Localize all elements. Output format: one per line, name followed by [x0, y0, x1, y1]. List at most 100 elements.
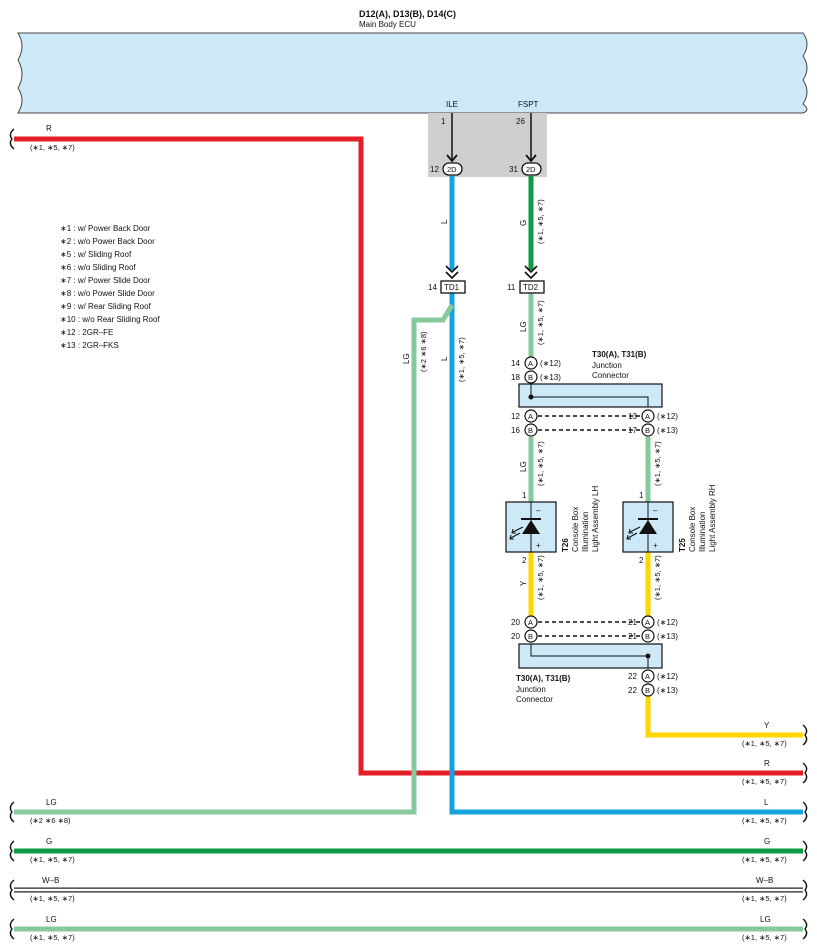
junction-lower-dot [645, 653, 651, 659]
lamp-rh-l1: Console Box [688, 507, 697, 552]
note-1: ∗1 : w/ Power Back Door [60, 224, 151, 233]
label-lg-right: LG [760, 915, 771, 924]
junction-upper-link [530, 384, 649, 407]
pin-num-18: 18 [511, 373, 520, 382]
lamp-rh-light-arrows [626, 528, 633, 540]
label-r-right-cond: (∗1, ∗5, ∗7) [742, 777, 787, 786]
label-g-upper: G [519, 220, 528, 226]
pin-note-14: (∗12) [540, 359, 561, 368]
conn-2d-fspt [521, 162, 542, 176]
pin-a-20: A [528, 618, 533, 627]
fspt-arrow [525, 154, 537, 163]
note-9: ∗9 : w/ Rear Sliding Roof [60, 302, 152, 311]
lamp-rh-l3: Light Assembly RH [708, 484, 717, 552]
pin-num-22a: 22 [628, 672, 637, 681]
pin-a-13: A [645, 412, 650, 421]
label-l-lower: L [440, 356, 449, 361]
note-2: ∗2 : w/o Power Back Door [60, 237, 155, 246]
label-g-right-cond: (∗1, ∗5, ∗7) [742, 855, 787, 864]
bracket-right-l [802, 801, 808, 823]
pin-num-20b: 20 [511, 632, 520, 641]
pin-circle-b-18 [524, 370, 538, 384]
bracket-right-lg [802, 918, 808, 940]
bracket-left-wb [9, 879, 15, 901]
lamp-rh-light-icon [627, 526, 641, 539]
note-8: ∗8 : w/o Power Slide Door [60, 289, 155, 298]
pin-num-13: 13 [628, 412, 637, 421]
pin-circle-b-20 [524, 629, 538, 643]
label-g-upper-cond: (∗1, ∗5, ∗7) [536, 199, 545, 244]
junction-upper-line2: Connector [592, 371, 629, 380]
lamp-lh-l3: Light Assembly LH [591, 486, 600, 552]
pin-a-14: A [528, 359, 533, 368]
pin-ile-label: ILE [446, 100, 458, 109]
wire-blue [449, 293, 803, 815]
lamp-rh-code: T25 [678, 538, 687, 552]
td1-arrow-2 [445, 271, 459, 280]
pin-note-21b: (∗13) [657, 632, 678, 641]
bracket-left-lg2 [9, 918, 15, 940]
lamp-lh-plus: + [536, 541, 541, 550]
lamp-lh-pin1: 1 [522, 491, 527, 500]
pin-circle-a-22 [641, 669, 655, 683]
label-y-right: Y [764, 721, 770, 730]
lamp-rh-pin2: 2 [639, 556, 644, 565]
junction-upper-box [518, 383, 663, 408]
label-lg-left: LG [46, 798, 57, 807]
label-lg-lh-cond: (∗1, ∗5, ∗7) [536, 441, 545, 486]
bracket-left-g [9, 840, 15, 862]
pin-circle-b-21 [641, 629, 655, 643]
note-10: ∗10 : w/o Rear Sliding Roof [60, 315, 160, 324]
pin-circle-a-20 [524, 615, 538, 629]
label-lg-rh-cond: (∗1, ∗5, ∗7) [653, 441, 662, 486]
note-5: ∗5 : w/ Sliding Roof [60, 250, 132, 259]
pin-b-21: B [645, 632, 650, 641]
pin-num-21a: 21 [628, 618, 637, 627]
td2-box [519, 280, 545, 294]
pin-circle-a-12 [524, 409, 538, 423]
wire-y-out [645, 696, 803, 738]
pin-b-18: B [528, 373, 533, 382]
pin-num-16: 16 [511, 426, 520, 435]
wire-lg-branch [14, 303, 455, 815]
pin-a-22: A [645, 672, 650, 681]
label-y-rh-cond: (∗1, ∗5, ∗7) [653, 555, 662, 600]
conn-2d-fspt-label: 2D [526, 165, 536, 174]
label-y-lh: Y [519, 580, 528, 586]
pin-note-18: (∗13) [540, 373, 561, 382]
label-y-lh-cond: (∗1, ∗5, ∗7) [536, 555, 545, 600]
ile-arrow [446, 154, 458, 163]
td1-label: TD1 [444, 283, 460, 292]
pin-31: 31 [509, 165, 518, 174]
junction-upper-line1: Junction [592, 361, 622, 370]
pin-ile-num: 1 [441, 117, 446, 126]
label-lg-td2-cond: (∗1, ∗5, ∗7) [536, 300, 545, 345]
pin-circle-b-22 [641, 683, 655, 697]
pin-circle-a-13 [641, 409, 655, 423]
note-6: ∗6 : w/o Sliding Roof [60, 263, 136, 272]
td1-pin: 14 [428, 283, 437, 292]
pin-note-22b: (∗13) [657, 686, 678, 695]
bracket-right-g [802, 840, 808, 862]
note-13: ∗13 : 2GR–FKS [60, 341, 119, 350]
junction-upper-dot [528, 394, 534, 400]
pin-note-13: (∗12) [657, 412, 678, 421]
label-g-left-cond: (∗1, ∗5, ∗7) [30, 855, 75, 864]
lamp-lh-light-icon [510, 526, 524, 539]
pin-a-12: A [528, 412, 533, 421]
label-wb-right-cond: (∗1, ∗5, ∗7) [742, 894, 787, 903]
junction-upper-title: T30(A), T31(B) [592, 350, 647, 359]
label-r-top-cond: (∗1, ∗5, ∗7) [30, 143, 75, 152]
pin-a-21: A [645, 618, 650, 627]
lamp-rh-minus: – [653, 506, 658, 515]
label-l-upper: L [440, 219, 449, 224]
label-l-lower-cond: (∗1, ∗5, ∗7) [457, 337, 466, 382]
bracket-left-r [9, 128, 15, 150]
lamp-rh-l2: Illumination [698, 512, 707, 552]
junction-lower-line1: Junction [516, 685, 546, 694]
pin-fspt-label: FSPT [518, 100, 539, 109]
bracket-left-lg [9, 801, 15, 823]
pin-circle-b-17 [641, 423, 655, 437]
pin-num-17: 17 [628, 426, 637, 435]
bracket-right-wb [802, 879, 808, 901]
